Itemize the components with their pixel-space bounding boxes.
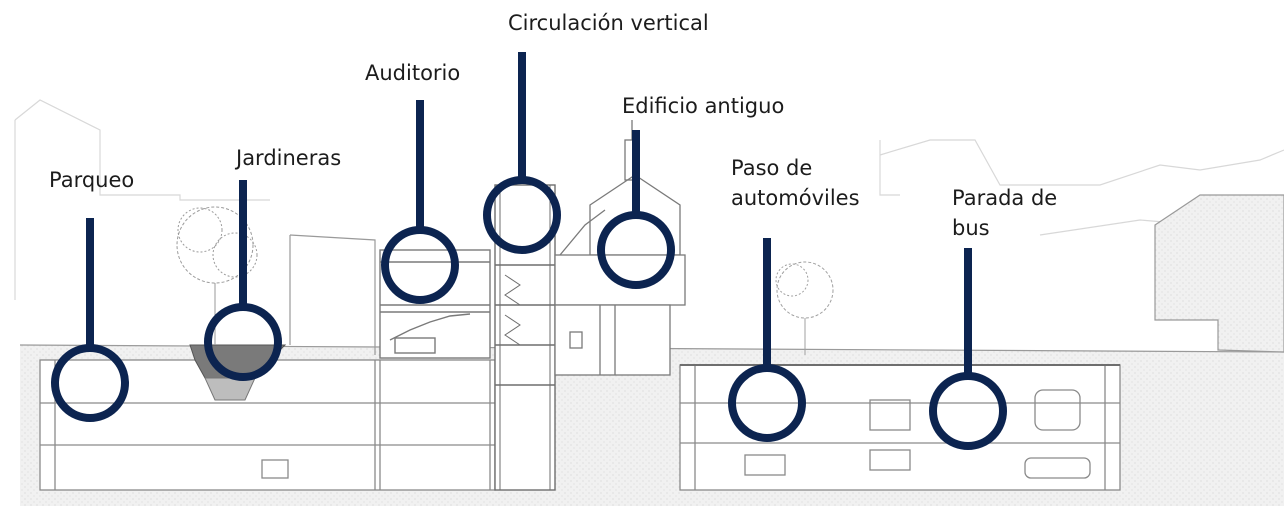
- label-auditorio-text: Auditorio: [365, 61, 461, 85]
- label-auditorio: Auditorio: [365, 58, 460, 88]
- label-jardineras-text: Jardineras: [236, 146, 342, 170]
- left-parking-structure: [39, 359, 496, 491]
- right-parking-structure: [679, 364, 1121, 491]
- label-parada-bus: Parada de bus: [952, 183, 1057, 243]
- label-jardineras: Jardineras: [236, 143, 341, 173]
- label-parqueo-text: Parqueo: [49, 168, 135, 192]
- marker-parada-bus: [929, 248, 1007, 450]
- label-parada-bus-line2: bus: [952, 216, 990, 240]
- label-circulacion-vertical: Circulación vertical: [508, 8, 709, 38]
- tree-right: [775, 261, 834, 355]
- marker-edificio-antiguo: [597, 130, 675, 289]
- marker-auditorio: [381, 100, 459, 304]
- marker-jardineras: [204, 180, 282, 381]
- background-context-outline: [14, 99, 1284, 300]
- label-parada-bus-line1: Parada de: [952, 186, 1058, 210]
- label-edificio-antiguo-text: Edificio antiguo: [622, 94, 785, 118]
- marker-paso-automoviles: [728, 238, 806, 442]
- marker-parqueo: [51, 218, 129, 422]
- tree-left: [176, 206, 258, 345]
- screen-wall: [289, 234, 376, 355]
- auditorium-block: [379, 249, 491, 359]
- right-building-block: [1154, 194, 1284, 353]
- label-paso-automoviles-line1: Paso de: [731, 156, 813, 180]
- label-edificio-antiguo: Edificio antiguo: [622, 91, 784, 121]
- label-paso-automoviles: Paso de automóviles: [731, 153, 860, 213]
- marker-circulacion-vertical: [483, 52, 561, 254]
- label-paso-automoviles-line2: automóviles: [731, 186, 860, 210]
- vertical-circulation-core: [494, 184, 556, 491]
- label-parqueo: Parqueo: [49, 165, 134, 195]
- old-building: [554, 120, 686, 376]
- label-circulacion-vertical-text: Circulación vertical: [508, 11, 709, 35]
- markers: [51, 52, 1007, 450]
